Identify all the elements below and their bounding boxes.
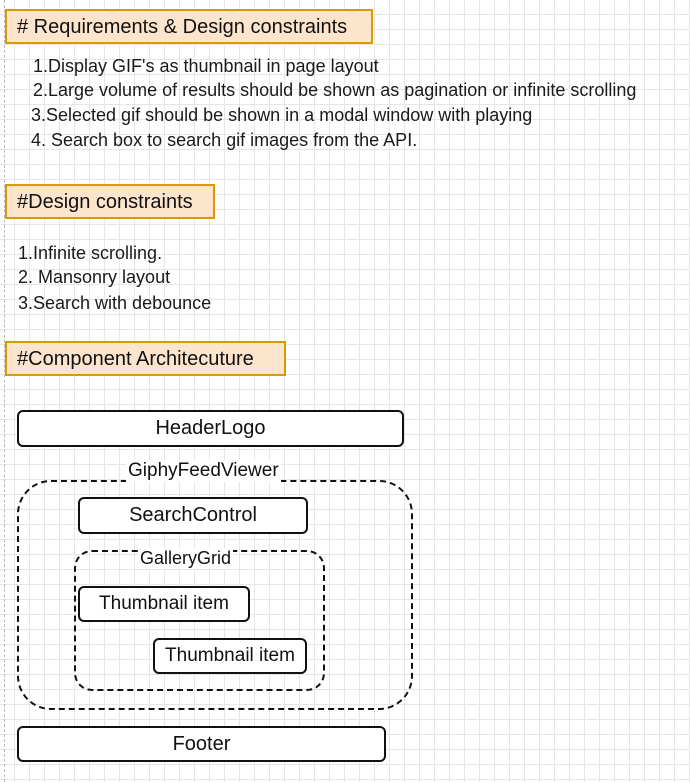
requirement-item: 4. Search box to search gif images from …: [31, 130, 418, 150]
gallery-grid-label: GalleryGrid: [138, 548, 234, 569]
design-constraint-item: 2. Mansonry layout: [18, 267, 171, 287]
requirement-item: 3.Selected gif should be shown in a moda…: [31, 105, 533, 125]
design-constraints-heading: #Design constraints: [5, 184, 215, 219]
requirement-item: 1.Display GIF's as thumbnail in page lay…: [33, 56, 379, 76]
page-left-guide: [4, 0, 5, 782]
footer-component: Footer: [17, 726, 386, 762]
giphy-feed-viewer-label: GiphyFeedViewer: [126, 460, 281, 482]
design-constraint-item: 3.Search with debounce: [18, 293, 212, 313]
header-logo-component: HeaderLogo: [17, 410, 404, 447]
search-control-component: SearchControl: [78, 497, 308, 534]
thumbnail-item-component: Thumbnail item: [78, 586, 250, 622]
thumbnail-item-component: Thumbnail item: [153, 638, 307, 674]
requirement-item: 2.Large volume of results should be show…: [33, 80, 637, 100]
requirements-heading: # Requirements & Design constraints: [5, 9, 373, 44]
design-constraint-item: 1.Infinite scrolling.: [18, 243, 163, 263]
component-architecture-heading: #Component Architecuture: [5, 341, 286, 376]
